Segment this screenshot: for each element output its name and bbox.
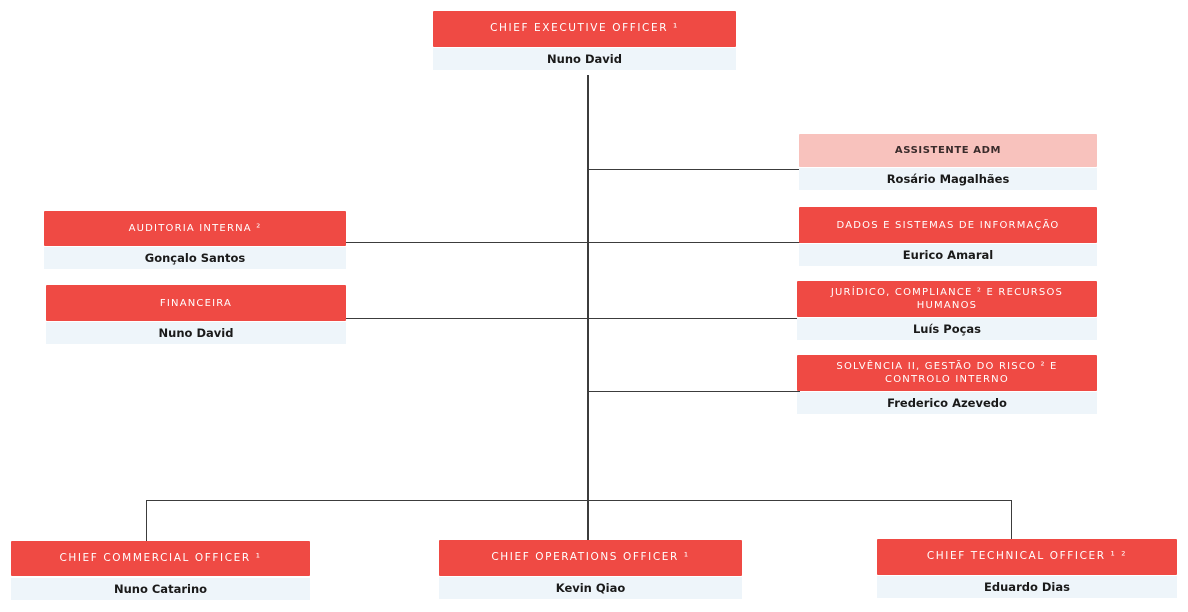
juridico-holder: Luís Poças	[797, 318, 1097, 340]
officers-bus-line	[146, 500, 1012, 501]
financeira-box[interactable]: Financeira	[46, 285, 346, 321]
coo-box[interactable]: Chief Operations Officer ¹	[439, 540, 742, 576]
cto-title: Chief Technical Officer ¹ ²	[926, 550, 1128, 563]
ceo-title: Chief Executive Officer ¹	[490, 22, 679, 35]
connector-assistente	[588, 169, 800, 170]
coo-title: Chief Operations Officer ¹	[491, 551, 690, 564]
cco-box[interactable]: Chief Commercial Officer ¹	[11, 541, 310, 576]
cco-holder: Nuno Catarino	[11, 578, 310, 600]
auditoria-interna-holder: Gonçalo Santos	[44, 247, 346, 269]
ceo-box[interactable]: Chief Executive Officer ¹	[433, 11, 736, 47]
dados-sistemas-box[interactable]: Dados e Sistemas de Informação	[799, 207, 1097, 243]
cto-box[interactable]: Chief Technical Officer ¹ ²	[877, 539, 1177, 575]
financeira-holder: Nuno David	[46, 322, 346, 344]
juridico-title: Jurídico, Compliance ² e Recursos Humano…	[830, 287, 1064, 311]
connector-solvencia	[588, 391, 800, 392]
solvencia-holder: Frederico Azevedo	[797, 392, 1097, 414]
assistente-adm-title: Assistente ADM	[894, 145, 1002, 156]
connector-cto	[1011, 500, 1012, 541]
trunk-line	[587, 75, 589, 540]
ceo-holder: Nuno David	[433, 48, 736, 70]
auditoria-interna-title: Auditoria Interna ²	[128, 223, 262, 234]
solvencia-title: Solvência II, Gestão do Risco ² e Contro…	[836, 361, 1058, 385]
auditoria-interna-box[interactable]: Auditoria Interna ²	[44, 211, 346, 246]
coo-holder: Kevin Qiao	[439, 577, 742, 599]
financeira-title: Financeira	[159, 297, 233, 309]
connector-cco	[146, 500, 147, 541]
cto-holder: Eduardo Dias	[877, 576, 1177, 598]
dados-sistemas-title: Dados e Sistemas de Informação	[836, 219, 1060, 231]
assistente-adm-box[interactable]: Assistente ADM	[799, 134, 1097, 167]
assistente-adm-holder: Rosário Magalhães	[799, 168, 1097, 190]
juridico-box[interactable]: Jurídico, Compliance ² e Recursos Humano…	[797, 281, 1097, 317]
connector-auditoria-dados	[345, 242, 800, 243]
connector-financeira-juridico	[345, 318, 800, 319]
dados-sistemas-holder: Eurico Amaral	[799, 244, 1097, 266]
cco-title: Chief Commercial Officer ¹	[59, 551, 262, 564]
solvencia-box[interactable]: Solvência II, Gestão do Risco ² e Contro…	[797, 355, 1097, 391]
